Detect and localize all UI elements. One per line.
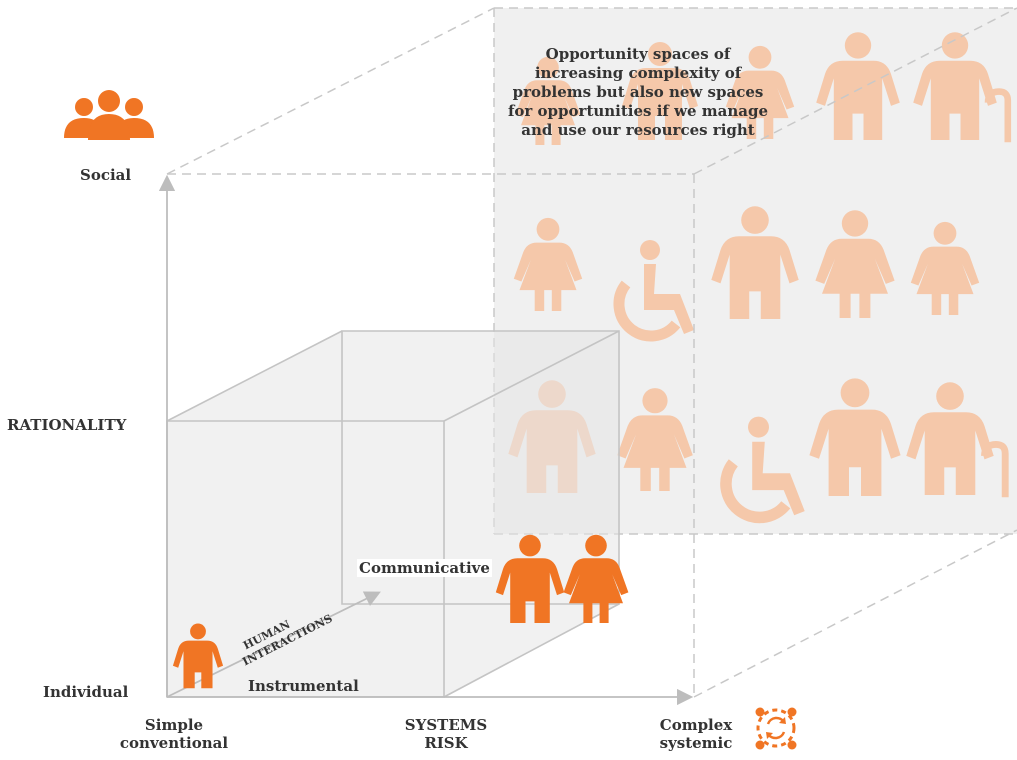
opportunity-space-outline	[166, 7, 1017, 698]
opportunity-text-line: and use our resources right	[521, 121, 755, 139]
inner-cube	[166, 330, 620, 698]
group-of-people-icon	[64, 90, 154, 140]
rationality-axis-title: RATIONALITY	[7, 416, 127, 434]
opportunity-text: Opportunity spaces of increasing complex…	[488, 45, 788, 140]
simple-conventional-label: Simple conventional	[119, 716, 229, 752]
systems-risk-axis-title: SYSTEMS RISK	[404, 716, 488, 752]
communicative-label: Communicative	[357, 559, 492, 577]
opportunity-text-line: increasing complexity of	[534, 64, 742, 82]
individual-label: Individual	[43, 683, 129, 701]
social-label: Social	[80, 166, 132, 184]
cycle-arrows-icon	[755, 707, 797, 750]
opportunity-text-line: problems but also new spaces	[512, 83, 764, 101]
complex-systemic-label: Complex systemic	[659, 716, 733, 752]
opportunity-text-line: Opportunity spaces of	[545, 45, 731, 63]
opportunity-text-line: for opportunities if we manage	[507, 102, 769, 120]
instrumental-label: Instrumental	[248, 677, 359, 695]
